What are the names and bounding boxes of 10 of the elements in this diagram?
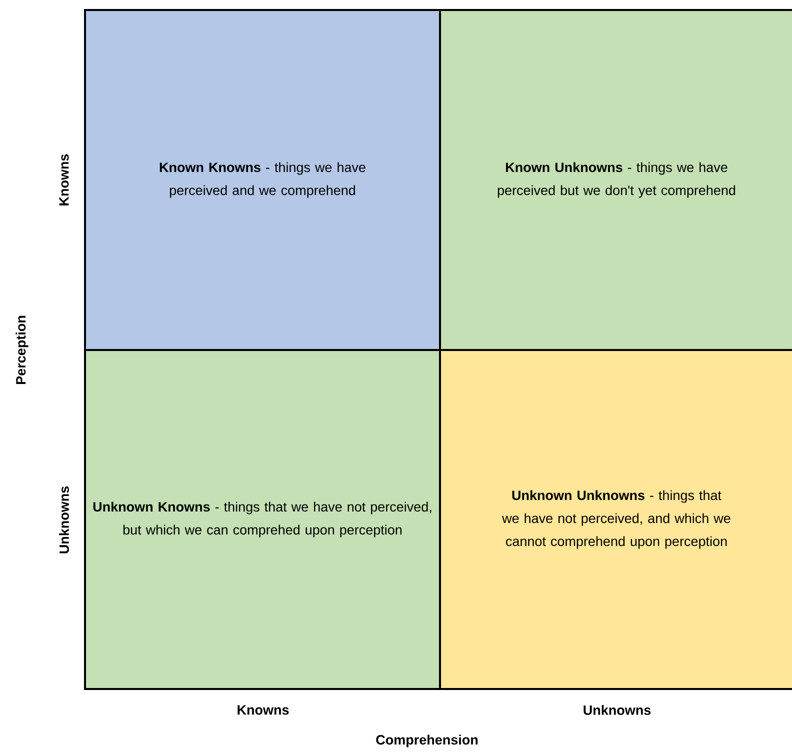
axis-label: Comprehension — [376, 734, 478, 748]
axis-label: Perception — [16, 316, 28, 384]
axis-label: Unknowns — [59, 486, 69, 554]
quadrant-box: Unknown Unknowns - things that we have not perceived, and which we cannot comprehend upon perception — [439, 348, 792, 690]
axis-label: Knowns — [59, 154, 69, 206]
axis-label: Unknowns — [584, 705, 651, 715]
quadrant-box: Known Unknowns - things we have perceived but we don't yet comprehend — [439, 8, 792, 351]
axis-label: Knowns — [238, 705, 289, 715]
quadrant-box: Known Knowns - things we have perceived and we comprehend — [84, 8, 441, 351]
quadrant-box: Unknown Knowns - things that we have not perceived, but which we can comprehed upon perception — [84, 348, 441, 690]
